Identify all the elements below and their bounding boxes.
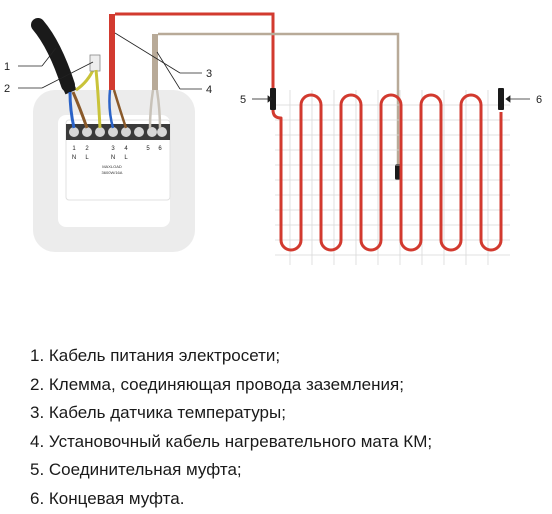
svg-text:L: L — [124, 155, 128, 161]
legend-item: 6. Концевая муфта. — [30, 488, 185, 508]
svg-text:N: N — [111, 155, 115, 161]
svg-text:3: 3 — [111, 146, 115, 152]
legend-item: 3. Кабель датчика температуры; — [30, 403, 286, 423]
legend-item: 1. Кабель питания электросети; — [30, 346, 281, 365]
heating-install-cable — [108, 12, 275, 129]
terminal-letters: N L N L — [72, 155, 129, 161]
legend-item: 2. Клемма, соединяющая провода заземлени… — [30, 374, 404, 394]
svg-text:N: N — [72, 155, 76, 161]
terminal-screws — [69, 127, 167, 137]
callout-5: 5 — [240, 94, 246, 106]
wiring-diagram: 1 2 3 4 5 6 N L N L MAXLOAD 3600W/16A — [4, 12, 542, 265]
sensor-cable — [148, 32, 401, 180]
thermostat-device: 1 2 3 4 5 6 N L N L MAXLOAD 3600W/16A — [65, 119, 171, 201]
svg-text:6: 6 — [158, 146, 162, 152]
svg-text:5: 5 — [146, 146, 150, 152]
svg-text:L: L — [85, 155, 89, 161]
terminal-numbers: 1 2 3 4 5 6 — [72, 146, 162, 152]
callout-6: 6 — [536, 94, 542, 106]
svg-text:4: 4 — [124, 146, 128, 152]
callout-3: 3 — [206, 68, 212, 80]
callout-1: 1 — [4, 61, 10, 73]
callout-4: 4 — [206, 84, 212, 96]
legend-item: 5. Соединительная муфта; — [30, 460, 242, 480]
connection-coupling — [270, 88, 276, 110]
legend-list: 1. Кабель питания электросети; 2. Клемма… — [30, 342, 432, 514]
heating-cable-serpentine — [271, 93, 503, 252]
ground-clamp — [89, 54, 102, 129]
device-label-2: 3600W/16A — [102, 170, 123, 175]
heating-mat-mesh — [275, 90, 510, 265]
callout-2: 2 — [4, 83, 10, 95]
legend-item: 4. Установочный кабель нагревательного м… — [30, 431, 433, 451]
callout-lines — [18, 32, 530, 103]
svg-text:1: 1 — [72, 146, 76, 152]
end-coupling — [498, 88, 504, 110]
svg-text:2: 2 — [85, 146, 89, 152]
device-label-1: MAXLOAD — [102, 164, 122, 169]
